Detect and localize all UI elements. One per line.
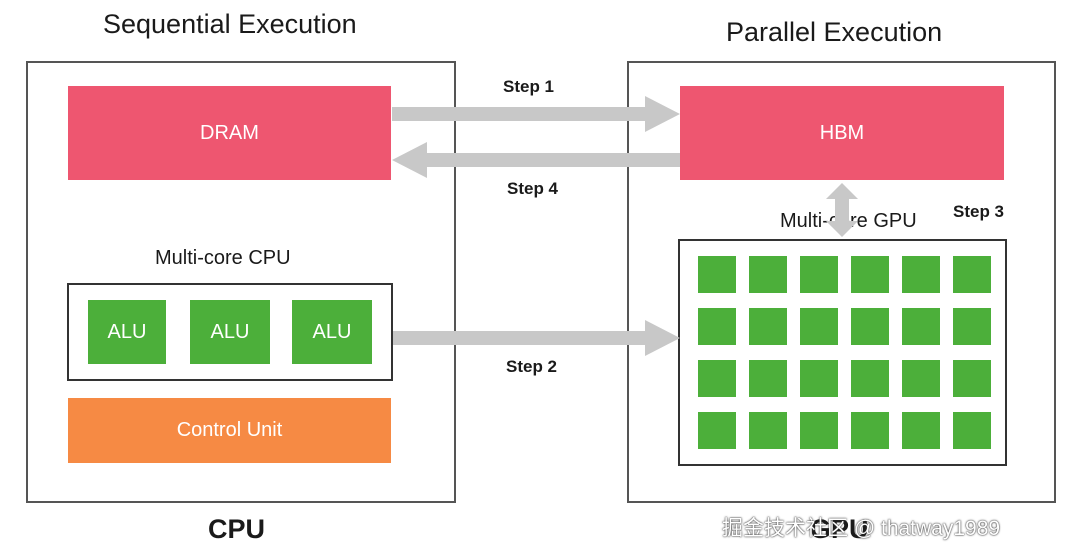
alu-block: ALU (292, 300, 372, 364)
gpu-core (800, 308, 838, 345)
gpu-core (698, 412, 736, 449)
gpu-core (953, 256, 991, 293)
alu-block: ALU (88, 300, 166, 364)
step2-arrow (393, 320, 680, 356)
multi-core-cpu-label: Multi-core CPU (155, 247, 291, 269)
sequential-execution-title: Sequential Execution (103, 9, 357, 39)
alu-block: ALU (190, 300, 270, 364)
gpu-core (902, 256, 940, 293)
control-unit-block: Control Unit (68, 398, 391, 463)
gpu-core (698, 256, 736, 293)
gpu-core (698, 308, 736, 345)
watermark-text: 掘金技术社区 @ thatway1989 (722, 517, 1001, 540)
gpu-core (902, 360, 940, 397)
step2-label: Step 2 (506, 357, 558, 376)
gpu-core (749, 412, 787, 449)
gpu-core (851, 256, 889, 293)
gpu-core (749, 360, 787, 397)
parallel-execution-title: Parallel Execution (726, 17, 943, 47)
gpu-core (851, 308, 889, 345)
gpu-label: GPU (810, 514, 869, 544)
gpu-core (749, 256, 787, 293)
gpu-core (953, 412, 991, 449)
gpu-core (800, 412, 838, 449)
gpu-core (800, 360, 838, 397)
gpu-core (953, 308, 991, 345)
gpu-core (851, 412, 889, 449)
gpu-core (902, 412, 940, 449)
step1-label: Step 1 (503, 77, 555, 96)
step4-label: Step 4 (507, 179, 559, 198)
step3-arrow (826, 183, 858, 237)
step4-arrow (392, 142, 680, 178)
gpu-core (698, 360, 736, 397)
gpu-core (953, 360, 991, 397)
dram-block: DRAM (68, 86, 391, 180)
cpu-label: CPU (208, 514, 266, 544)
gpu-core-grid (678, 239, 1007, 466)
gpu-core (749, 308, 787, 345)
hbm-block: HBM (680, 86, 1004, 180)
step1-arrow (392, 96, 680, 132)
gpu-core (800, 256, 838, 293)
step3-label: Step 3 (953, 202, 1005, 221)
gpu-core (851, 360, 889, 397)
gpu-core (902, 308, 940, 345)
